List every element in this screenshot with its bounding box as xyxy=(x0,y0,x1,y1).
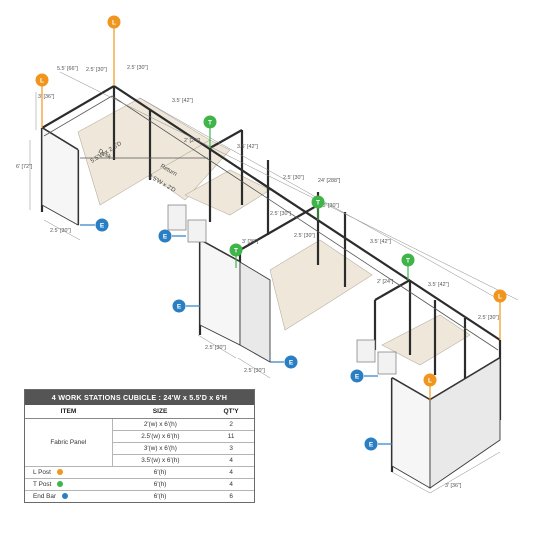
end-bar-marker-5: E xyxy=(355,374,360,381)
dim-seg-25-e: 2.5' [30"] xyxy=(270,211,291,217)
dim-seg-25-g: 2.5' [30"] xyxy=(478,315,499,321)
parts-table: 4 WORK STATIONS CUBICLE : 24'W x 5.5'D x… xyxy=(24,389,255,503)
dim-seg-35-c: 3.5' [42"] xyxy=(370,239,391,245)
l-post-dot-icon xyxy=(56,469,63,476)
t-post-item: T Post xyxy=(25,478,113,491)
end-bar-label: End Bar xyxy=(33,493,57,500)
row-size: 3'(w) x 6'(h) xyxy=(112,442,209,455)
l-post-label: L Post xyxy=(33,469,51,476)
t-post-marker-1: T xyxy=(208,120,212,127)
table-row: Fabric Panel 2'(w) x 6'(h) 2 xyxy=(25,418,254,467)
row-qty: 4 xyxy=(208,478,254,491)
end-bar-marker-1: E xyxy=(100,223,105,230)
t-post-marker-2: T xyxy=(316,200,320,207)
l-post-marker-2: L xyxy=(40,78,44,85)
dim-seg-35-b: 3.5' [42"] xyxy=(237,144,258,150)
panel-top-rails xyxy=(43,95,499,351)
table-row: 2.5'(w) x 6'(h) 11 xyxy=(25,430,254,443)
end-bar-marker-4: E xyxy=(289,360,294,367)
table-row: T Post 6'(h) 4 xyxy=(25,478,254,491)
dim-seg-25-f: 2.5' [30"] xyxy=(294,233,315,239)
header-qty: QT'Y xyxy=(208,405,254,419)
fabric-panels xyxy=(41,127,501,489)
end-bar-item: End Bar xyxy=(25,491,112,503)
dim-seg-2-a: 2' [24"] xyxy=(184,138,201,144)
l-post-marker-3: L xyxy=(498,294,502,301)
table-row: End Bar 6'(h) 6 xyxy=(25,491,254,503)
l-post-marker-1: L xyxy=(112,20,116,27)
row-qty: 11 xyxy=(208,430,254,443)
row-size: 6'(h) xyxy=(112,466,209,479)
row-qty: 3 xyxy=(208,442,254,455)
dim-seg-3-c: 3' [36"] xyxy=(445,483,462,489)
t-post-marker-3: T xyxy=(234,248,238,255)
dim-seg-25-h: 2.5' [30"] xyxy=(50,228,71,234)
desk-surface-2 xyxy=(184,169,271,216)
dim-seg-25-c: 2.5' [30"] xyxy=(283,175,304,181)
table-row: 3.5'(w) x 6'(h) 4 xyxy=(25,454,254,467)
t-post-marker-4: T xyxy=(406,258,410,265)
end-bar-marker-3: E xyxy=(177,304,182,311)
dim-seg-35-a: 3.5' [42"] xyxy=(172,98,193,104)
end-bar-marker-2: E xyxy=(163,234,168,241)
dim-seg-25-d: 2.5' [30"] xyxy=(318,203,339,209)
drawer-pedestals xyxy=(167,204,397,375)
dim-seg-25-a: 2.5' [30"] xyxy=(86,67,107,73)
table-row: 3'(w) x 6'(h) 3 xyxy=(25,442,254,455)
dim-seg-2-b: 2' [24"] xyxy=(377,279,394,285)
dim-height: 6' [72"] xyxy=(16,164,33,170)
fabric-panel-label: Fabric Panel xyxy=(25,418,113,467)
row-qty: 4 xyxy=(208,466,254,479)
dim-seg-35-d: 3.5' [42"] xyxy=(428,282,449,288)
t-post-markers: T T T T xyxy=(203,115,415,280)
l-post-item: L Post xyxy=(25,466,113,479)
header-size: SIZE xyxy=(112,405,209,419)
dimension-lines xyxy=(29,71,519,494)
dim-width-total: 24' [288"] xyxy=(318,178,341,184)
dim-seg-25-b: 2.5' [30"] xyxy=(127,65,148,71)
dim-seg-25-j: 2.5' [30"] xyxy=(244,368,265,374)
desk-surface-4 xyxy=(381,314,471,366)
l-post-marker-4: L xyxy=(428,378,432,385)
table-title: 4 WORK STATIONS CUBICLE : 24'W x 5.5'D x… xyxy=(25,390,254,405)
end-bar-markers: E E E E E E xyxy=(80,218,392,451)
dim-seg-3-b: 3' [36"] xyxy=(242,239,259,245)
t-post-dot-icon xyxy=(57,481,64,488)
l-post-markers: L L L L xyxy=(35,15,507,400)
row-size: 3.5'(w) x 6'(h) xyxy=(112,454,209,467)
desk-surface-3 xyxy=(269,239,373,331)
parts-grid: ITEM SIZE QT'Y Fabric Panel 2'(w) x 6'(h… xyxy=(25,405,254,502)
row-qty: 6 xyxy=(229,493,233,500)
dim-depth-total: 5.5' [66"] xyxy=(57,66,78,72)
row-size: 6'(h) xyxy=(153,493,167,500)
table-row: L Post 6'(h) 4 xyxy=(25,466,254,479)
row-qty: 4 xyxy=(208,454,254,467)
row-size: 2'(w) x 6'(h) xyxy=(112,418,209,431)
row-qty: 2 xyxy=(208,418,254,431)
dim-seg-3-a: 3' [36"] xyxy=(38,94,55,100)
table-header-row: ITEM SIZE QT'Y xyxy=(25,405,254,419)
t-post-label: T Post xyxy=(33,481,52,488)
end-bar-dot-icon xyxy=(62,493,69,500)
header-item: ITEM xyxy=(25,405,113,419)
end-bar-marker-6: E xyxy=(369,442,374,449)
dim-seg-25-i: 2.5' [30"] xyxy=(205,345,226,351)
row-size: 6'(h) xyxy=(112,478,209,491)
row-size: 2.5'(w) x 6'(h) xyxy=(112,430,209,443)
